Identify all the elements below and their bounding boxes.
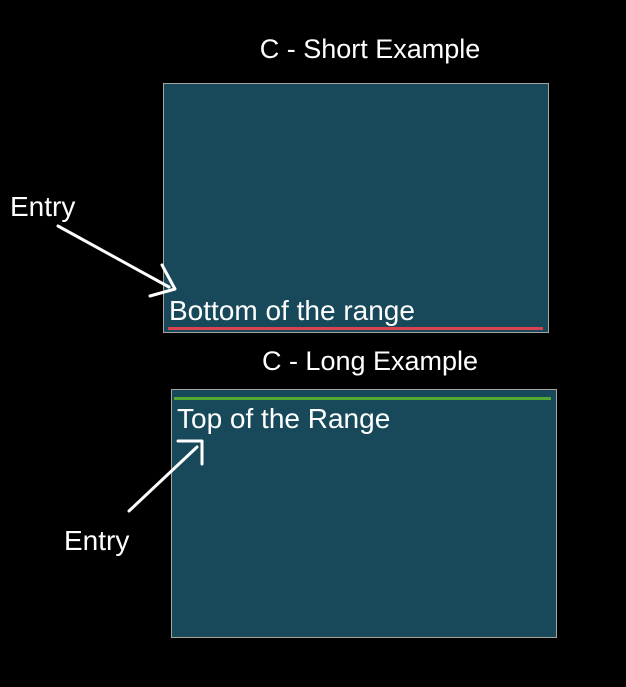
short-example-title: C - Short Example xyxy=(259,34,481,64)
long-example-range-label: Top of the Range xyxy=(177,403,391,434)
long-example-range-box: Top of the Range xyxy=(171,389,557,638)
short-example-range-label: Bottom of the range xyxy=(169,295,415,326)
long-example-title: C - Long Example xyxy=(261,346,479,376)
short-example-entry-level-line xyxy=(168,327,543,330)
short-example-range-box: Bottom of the range xyxy=(163,83,549,333)
entry-arrow-short xyxy=(56,224,177,298)
long-example-entry-level-line xyxy=(174,397,551,400)
short-example-entry-label: Entry xyxy=(10,191,76,222)
entry-arrow-short-shaft xyxy=(56,224,171,289)
long-example-entry-label: Entry xyxy=(64,525,130,556)
